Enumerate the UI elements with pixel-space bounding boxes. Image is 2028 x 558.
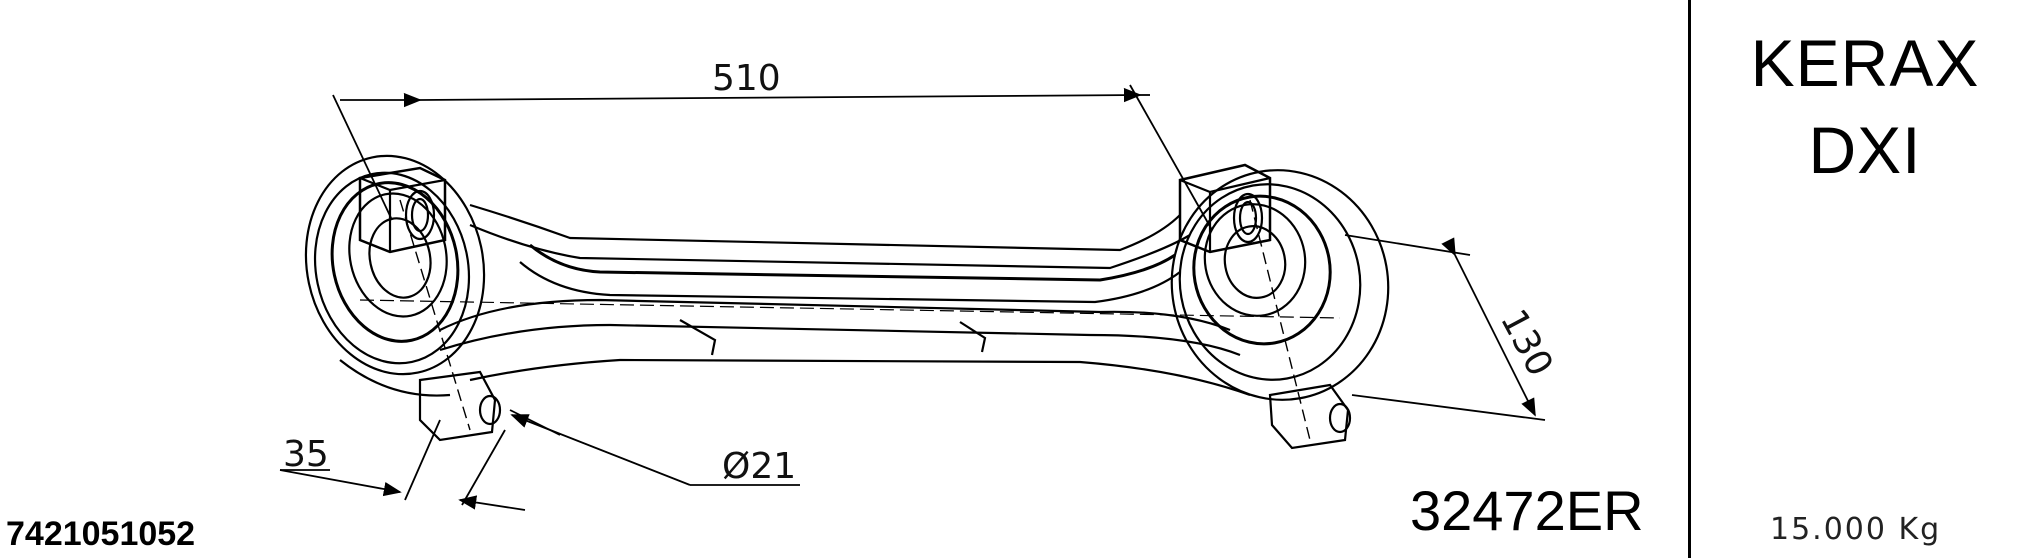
dimension-height-label: 130 bbox=[1492, 303, 1560, 383]
model-name-line1: KERAX bbox=[1750, 26, 1980, 100]
dimension-35 bbox=[279, 419, 526, 511]
oem-number: 7421051052 bbox=[6, 515, 196, 553]
dimension-length-label: 510 bbox=[712, 58, 781, 99]
rod-body bbox=[359, 199, 1341, 441]
title-block-divider bbox=[1688, 0, 1691, 558]
dimension-diameter bbox=[509, 409, 800, 486]
left-bushing bbox=[304, 154, 502, 442]
dimension-width-label: 35 bbox=[283, 434, 329, 475]
weight-label: 15.000 Kg bbox=[1770, 512, 1942, 547]
right-bushing bbox=[1170, 163, 1390, 450]
part-number: 32472ER bbox=[1410, 479, 1644, 542]
dimension-diameter-label: Ø21 bbox=[722, 446, 796, 487]
dimension-130 bbox=[1344, 234, 1546, 421]
model-name-line2: DXI bbox=[1808, 113, 1922, 187]
dimension-510 bbox=[332, 84, 1213, 231]
